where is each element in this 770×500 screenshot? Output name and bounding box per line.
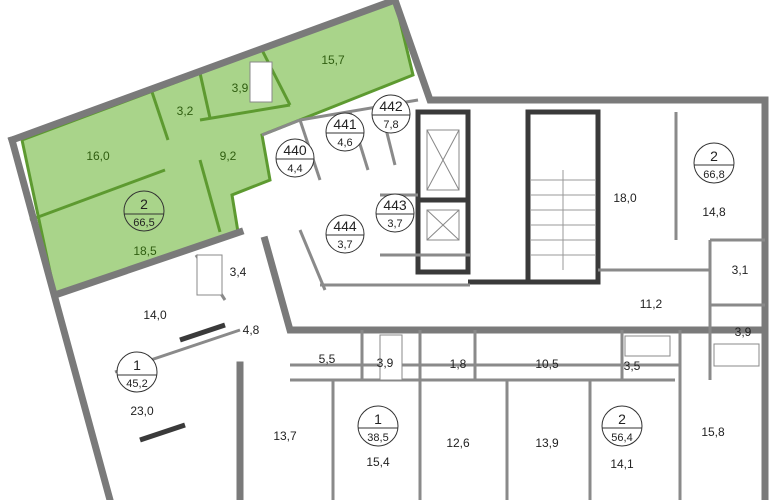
unit-rooms: 1	[374, 411, 382, 427]
room-area: 13,7	[273, 429, 297, 443]
unit-area: 38,5	[367, 432, 388, 444]
unit-area: 56,4	[611, 432, 632, 444]
room-area: 14,1	[610, 457, 634, 471]
bathroom-fixtures	[196, 61, 760, 381]
room-area: 5,5	[319, 352, 336, 366]
storage-badge[interactable]: 442 7,8	[371, 94, 411, 134]
room-area: 15,4	[366, 455, 390, 469]
room-area: 3,2	[177, 104, 194, 118]
selected-apartment-walls	[29, 49, 292, 233]
storage-number: 440	[283, 142, 307, 158]
room-area: 18,5	[133, 244, 157, 258]
room-area: 3,9	[735, 325, 752, 339]
room-area: 9,2	[220, 149, 237, 163]
room-area: 3,9	[377, 356, 394, 370]
storage-area: 4,4	[287, 163, 302, 175]
room-area: 4,8	[243, 323, 260, 337]
unit-area: 45,2	[126, 378, 147, 390]
unit-badge[interactable]: 2 66,8	[693, 142, 735, 184]
room-area: 3,4	[230, 265, 247, 279]
room-area: 13,9	[535, 436, 559, 450]
room-area: 15,8	[701, 425, 725, 439]
storage-number: 441	[333, 116, 357, 132]
unit-rooms: 2	[710, 148, 718, 164]
room-area: 12,6	[446, 436, 470, 450]
unit-rooms: 2	[618, 411, 626, 427]
room-area: 3,9	[232, 81, 249, 95]
room-area: 10,5	[535, 357, 559, 371]
room-area: 23,0	[130, 404, 154, 418]
unit-area: 66,8	[703, 169, 724, 181]
room-area: 14,0	[143, 308, 167, 322]
storage-badge[interactable]: 444 3,7	[325, 214, 365, 254]
room-area: 16,0	[86, 149, 110, 163]
room-area: 18,0	[613, 191, 637, 205]
storage-number: 443	[383, 197, 407, 213]
unit-badge-selected[interactable]: 2 66,5	[123, 190, 165, 232]
outer-walls	[7, 0, 769, 500]
storage-area: 4,6	[337, 137, 352, 149]
room-area: 3,5	[624, 359, 641, 373]
unit-badge[interactable]: 1 45,2	[116, 351, 158, 393]
storage-badge[interactable]: 440 4,4	[275, 138, 315, 178]
unit-rooms: 2	[140, 196, 148, 212]
storage-badge[interactable]: 441 4,6	[325, 112, 365, 152]
unit-area: 66,5	[133, 217, 154, 229]
building-core	[415, 109, 601, 285]
room-area: 14,8	[702, 205, 726, 219]
room-area: 11,2	[640, 297, 663, 311]
storage-area: 3,7	[387, 218, 402, 230]
storage-number: 444	[333, 218, 357, 234]
room-area: 3,1	[732, 263, 749, 277]
room-areas: 3,4 14,0 4,8 23,0 5,5 3,9 1,8 10,5 3,5 1…	[130, 191, 751, 471]
unit-badge[interactable]: 2 56,4	[601, 405, 643, 447]
storage-area: 3,7	[337, 239, 352, 251]
room-area: 15,7	[321, 53, 345, 67]
unit-rooms: 1	[133, 357, 141, 373]
storage-area: 7,8	[383, 119, 398, 131]
storage-number: 442	[379, 98, 403, 114]
room-area: 1,8	[450, 357, 467, 371]
unit-badge[interactable]: 1 38,5	[357, 405, 399, 447]
storage-badge[interactable]: 443 3,7	[375, 193, 415, 233]
